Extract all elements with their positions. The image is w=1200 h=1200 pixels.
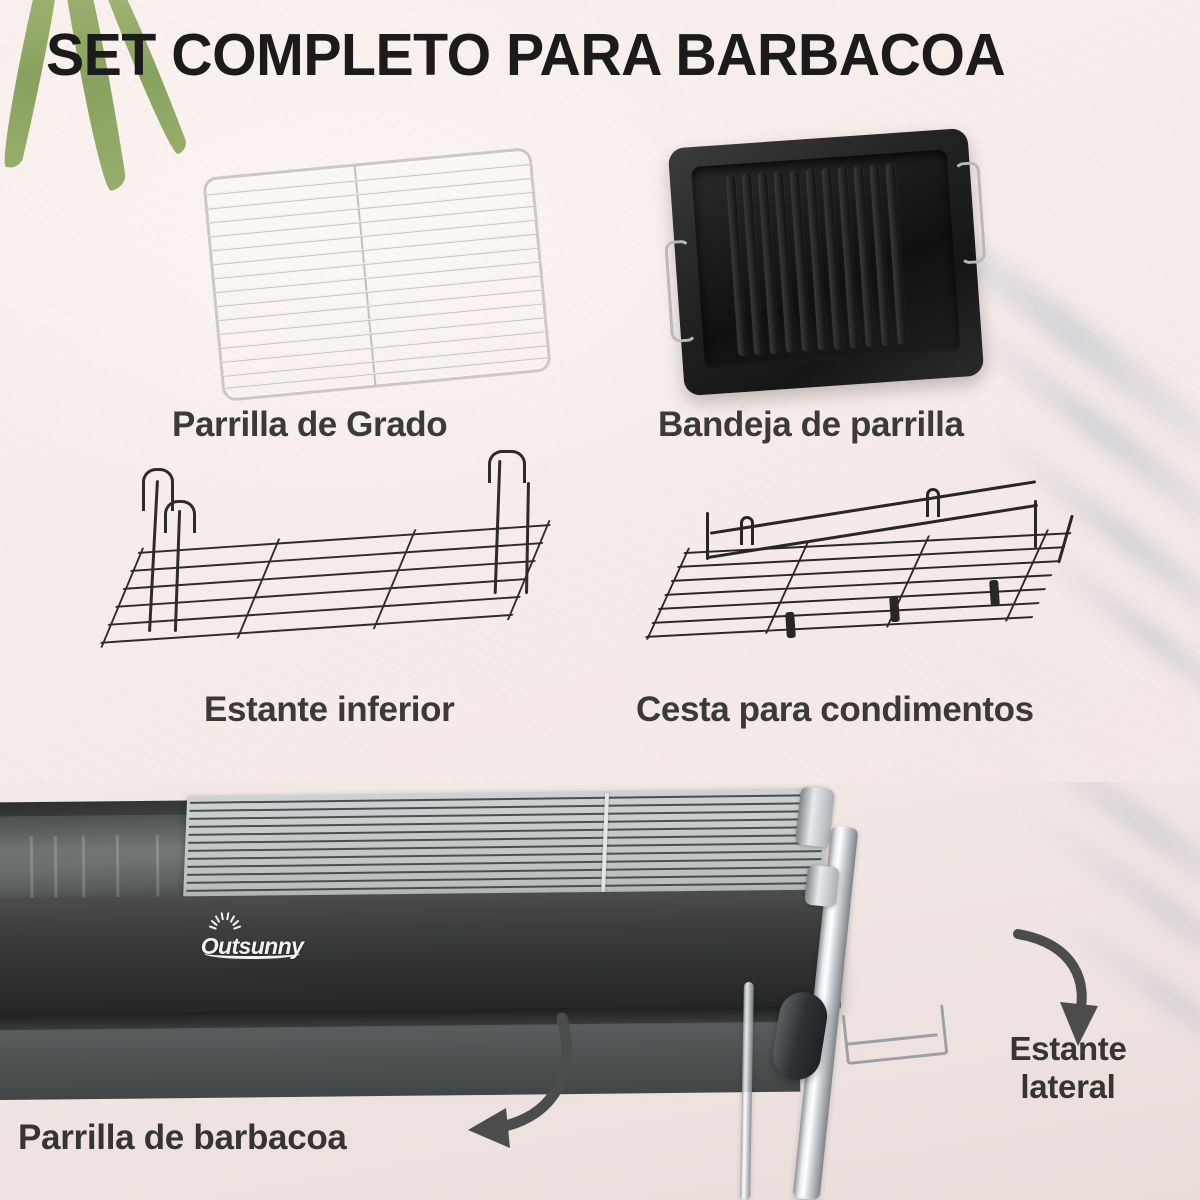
- product-photo: [0, 782, 1200, 1200]
- curved-arrow-down-icon: [1010, 928, 1130, 1058]
- basket-post-right: [1034, 500, 1037, 548]
- product-image-grill-tray: [664, 127, 987, 397]
- cooking-grate: [182, 788, 828, 904]
- grill-body: [0, 889, 841, 1017]
- basket-foot-3: [989, 579, 1000, 607]
- leg-clamp-top: [795, 786, 835, 848]
- callout-label-side-shelf-line2: lateral: [1020, 1068, 1116, 1105]
- basket-hook-left: [740, 516, 754, 545]
- product-image-grill-grate: [202, 146, 552, 403]
- shelf-hook-right: [488, 450, 526, 483]
- basket-foot-2: [889, 595, 900, 623]
- grill-skirt: [0, 1021, 801, 1101]
- shelf-deck: [98, 520, 552, 648]
- shelf-hook-left-inner: [164, 500, 196, 533]
- basket-back-rail-top: [709, 480, 1037, 535]
- basket-foot-1: [785, 611, 796, 639]
- curved-arrow-left-icon: [410, 1012, 590, 1152]
- basket-post-left: [706, 512, 709, 560]
- sunburst-icon: [208, 912, 242, 932]
- product-image-lower-shelf: [99, 450, 551, 667]
- product-label-lower-shelf: Estante inferior: [204, 690, 455, 729]
- logo-swoosh: [204, 948, 300, 959]
- product-label-grill-tray: Bandeja de parrilla: [658, 405, 964, 444]
- product-label-grill-grate: Parrilla de Grado: [172, 405, 448, 444]
- callout-label-bbq-grill: Parrilla de barbacoa: [18, 1118, 347, 1157]
- product-image-condiment-basket: [644, 468, 1078, 668]
- callout-label-side-shelf-line1: Estante: [1009, 1030, 1127, 1067]
- product-label-condiment-basket: Cesta para condimentos: [636, 690, 1034, 729]
- basket-hook-center: [926, 488, 940, 517]
- shelf-hook-left: [142, 468, 174, 511]
- leg-clamp-mid: [803, 864, 841, 908]
- brand-logo: Outsunny: [196, 912, 308, 959]
- page-title: SET COMPLETO PARA BARBACOA: [46, 22, 1006, 88]
